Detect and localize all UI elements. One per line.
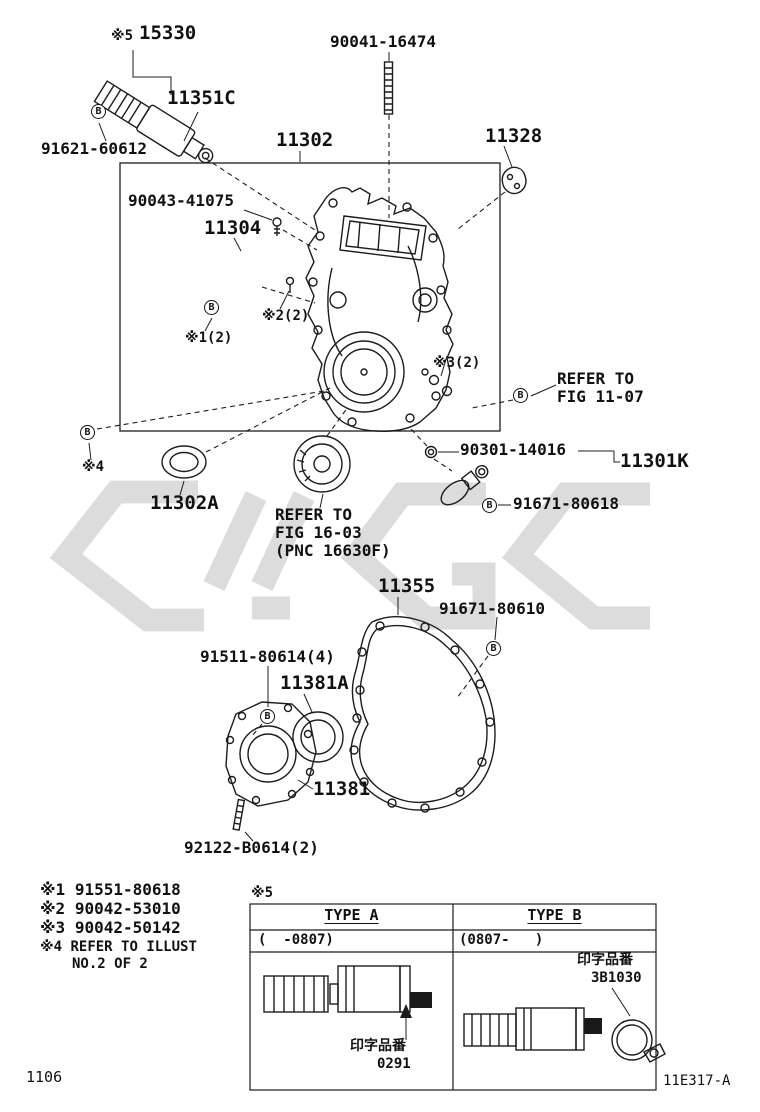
refer-fig-16-03-line3: (PNC 16630F)	[275, 541, 391, 560]
front-seal-11302a	[161, 445, 207, 479]
watermark	[49, 480, 650, 632]
table-header-type-a: TYPE A	[324, 906, 379, 924]
label-90043-41075: 90043-41075	[128, 191, 234, 210]
label-91671-80610: 91671-80610	[439, 599, 545, 618]
legend-row-4: ※4 REFER TO ILLUST	[40, 939, 197, 955]
ref-mark-1: ※1(2)	[185, 330, 233, 346]
label-15330: 15330	[139, 22, 197, 44]
timing-chain-cover	[305, 187, 454, 432]
label-91511-80614: 91511-80614(4)	[200, 647, 335, 666]
stud-92122	[232, 798, 246, 831]
type-table-frame	[249, 903, 657, 1091]
bolt-ref-marker: B	[260, 709, 275, 724]
stamp-label-b: 印字品番	[577, 952, 633, 968]
bolt-ref-marker: B	[486, 641, 501, 656]
stud-bolt	[383, 61, 394, 115]
ref-mark-2: ※2(2)	[262, 308, 310, 324]
label-11301k: 11301K	[620, 450, 689, 472]
assembly-box	[119, 162, 501, 432]
small-gasket-11328	[501, 166, 527, 195]
oil-control-valve	[93, 80, 214, 164]
legend-row-5: NO.2 OF 2	[72, 956, 148, 972]
small-fasteners	[272, 217, 453, 397]
ref-mark-5: ※5	[111, 28, 134, 44]
label-90301-14016: 90301-14016	[460, 440, 566, 459]
o-ring-90301	[424, 445, 438, 459]
sensor-91671	[440, 464, 489, 506]
label-91671-80618: 91671-80618	[513, 494, 619, 513]
refer-fig-16-03-line1: REFER TO	[275, 505, 353, 524]
type-a-illustration	[263, 965, 432, 1040]
label-90041-16474: 90041-16474	[330, 32, 436, 51]
label-11302a: 11302A	[150, 492, 219, 514]
ref-mark-3: ※3(2)	[433, 355, 481, 371]
table-range-a: ( -0807)	[258, 932, 334, 948]
label-92122-b0614: 92122-B0614(2)	[184, 838, 319, 857]
stamp-label-a: 印字品番	[350, 1038, 406, 1054]
table-header-type-b: TYPE B	[527, 906, 582, 924]
refer-fig-11-07-line2: FIG 11-07	[557, 387, 644, 406]
bolt-ref-marker: B	[482, 498, 497, 513]
label-11381: 11381	[313, 778, 371, 800]
refer-fig-11-07-line1: REFER TO	[557, 369, 635, 388]
label-11381a: 11381A	[280, 672, 349, 694]
stamp-value-a: 0291	[377, 1056, 411, 1072]
bolt-ref-marker: B	[204, 300, 219, 315]
crank-pulley	[293, 435, 351, 493]
label-11355: 11355	[378, 575, 436, 597]
solid-leaders	[88, 50, 631, 1017]
bolt-ref-marker: B	[513, 388, 528, 403]
page-code: 1106	[26, 1068, 63, 1086]
type-b-illustration	[463, 1007, 666, 1063]
line-art	[93, 61, 666, 1091]
rear-retainer-11381	[225, 701, 317, 807]
label-11304: 11304	[204, 217, 262, 239]
gasket-11355	[349, 616, 496, 813]
table-range-b: (0807- )	[459, 932, 544, 948]
ref-mark-4: ※4	[82, 459, 105, 475]
bolt-ref-marker: B	[91, 104, 106, 119]
label-11351c: 11351C	[167, 87, 236, 109]
label-11302: 11302	[276, 129, 334, 151]
bolt-ref-marker: B	[80, 425, 95, 440]
legend-row-3: ※3 90042-50142	[40, 918, 181, 937]
legend-row-1: ※1 91551-80618	[40, 880, 181, 899]
o-ring-90301-inner	[427, 448, 435, 456]
legend-row-2: ※2 90042-53010	[40, 899, 181, 918]
label-11328: 11328	[485, 125, 543, 147]
seal-ring-11381a	[292, 711, 344, 763]
label-91621-60612: 91621-60612	[41, 139, 147, 158]
refer-fig-16-03-line2: FIG 16-03	[275, 523, 362, 542]
stamp-value-b: 3B1030	[591, 970, 642, 986]
figure-code: 11E317-A	[663, 1073, 731, 1089]
table-ref-mark-5: ※5	[251, 885, 274, 901]
